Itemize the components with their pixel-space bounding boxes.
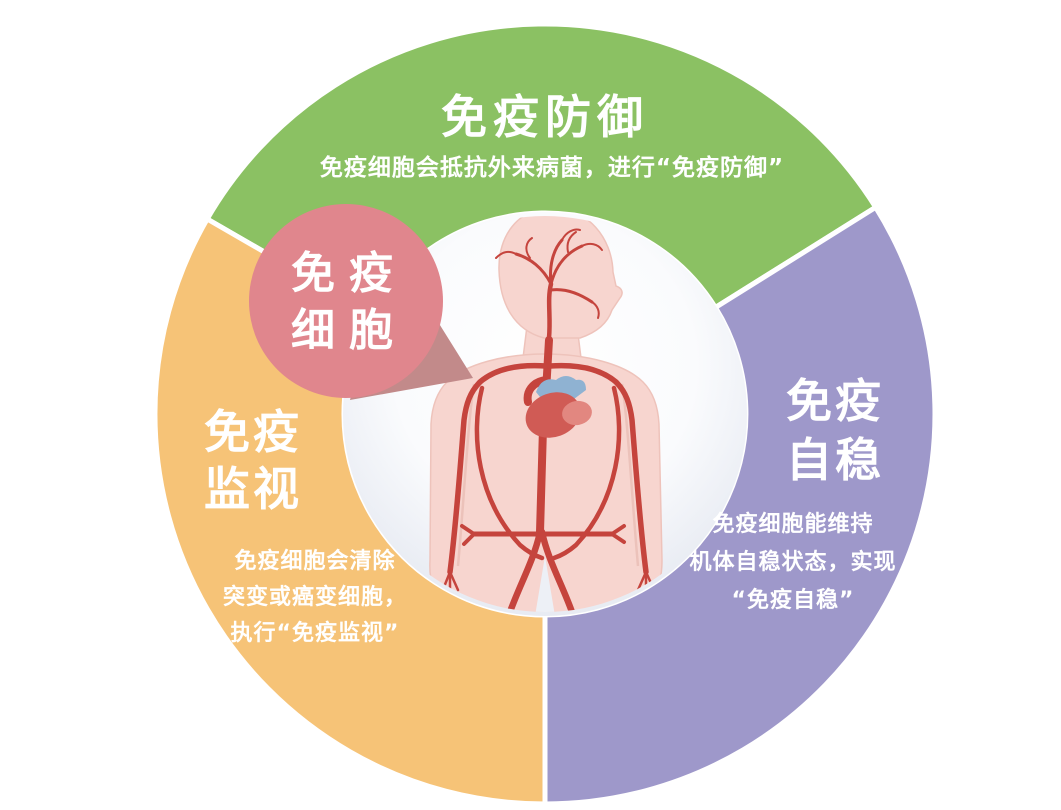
segment-homeostasis-title: 免疫 自稳 — [786, 372, 884, 490]
heart-illustration — [525, 376, 592, 438]
surveillance-desc-line2: 突变或癌变细胞， — [222, 585, 408, 610]
leg-gap — [535, 556, 555, 612]
segment-surveillance-description: 免疫细胞会清除 突变或癌变细胞， 执行“免疫监视” — [223, 544, 407, 652]
segment-defense-title: 免疫防御 — [441, 90, 649, 144]
surveillance-desc-line3: 执行“免疫监视” — [230, 621, 400, 646]
homeostasis-desc-line1: 免疫细胞能维持 — [712, 512, 874, 537]
homeostasis-desc-line3: “免疫自稳” — [731, 588, 855, 613]
callout-label-line2: 细胞 — [291, 305, 407, 356]
surveillance-title-line1: 免疫 — [204, 405, 302, 459]
homeostasis-title-line2: 自稳 — [786, 433, 884, 487]
callout-label-line1: 免疫 — [291, 248, 407, 299]
callout-label: 免疫 细胞 — [291, 245, 407, 359]
segment-defense-description: 免疫细胞会抵抗外来病菌，进行“免疫防御” — [319, 155, 785, 181]
callout-circle — [249, 204, 443, 398]
homeostasis-title-line1: 免疫 — [786, 374, 884, 428]
homeostasis-desc-line2: 机体自稳状态，实现 — [689, 550, 897, 575]
segment-homeostasis-description: 免疫细胞能维持 机体自稳状态，实现 “免疫自稳” — [689, 506, 896, 620]
surveillance-title-line2: 监视 — [204, 462, 302, 516]
blood-vessels — [440, 228, 656, 612]
surveillance-desc-line1: 免疫细胞会清除 — [234, 549, 396, 574]
segment-surveillance-title: 免疫 监视 — [204, 404, 302, 518]
